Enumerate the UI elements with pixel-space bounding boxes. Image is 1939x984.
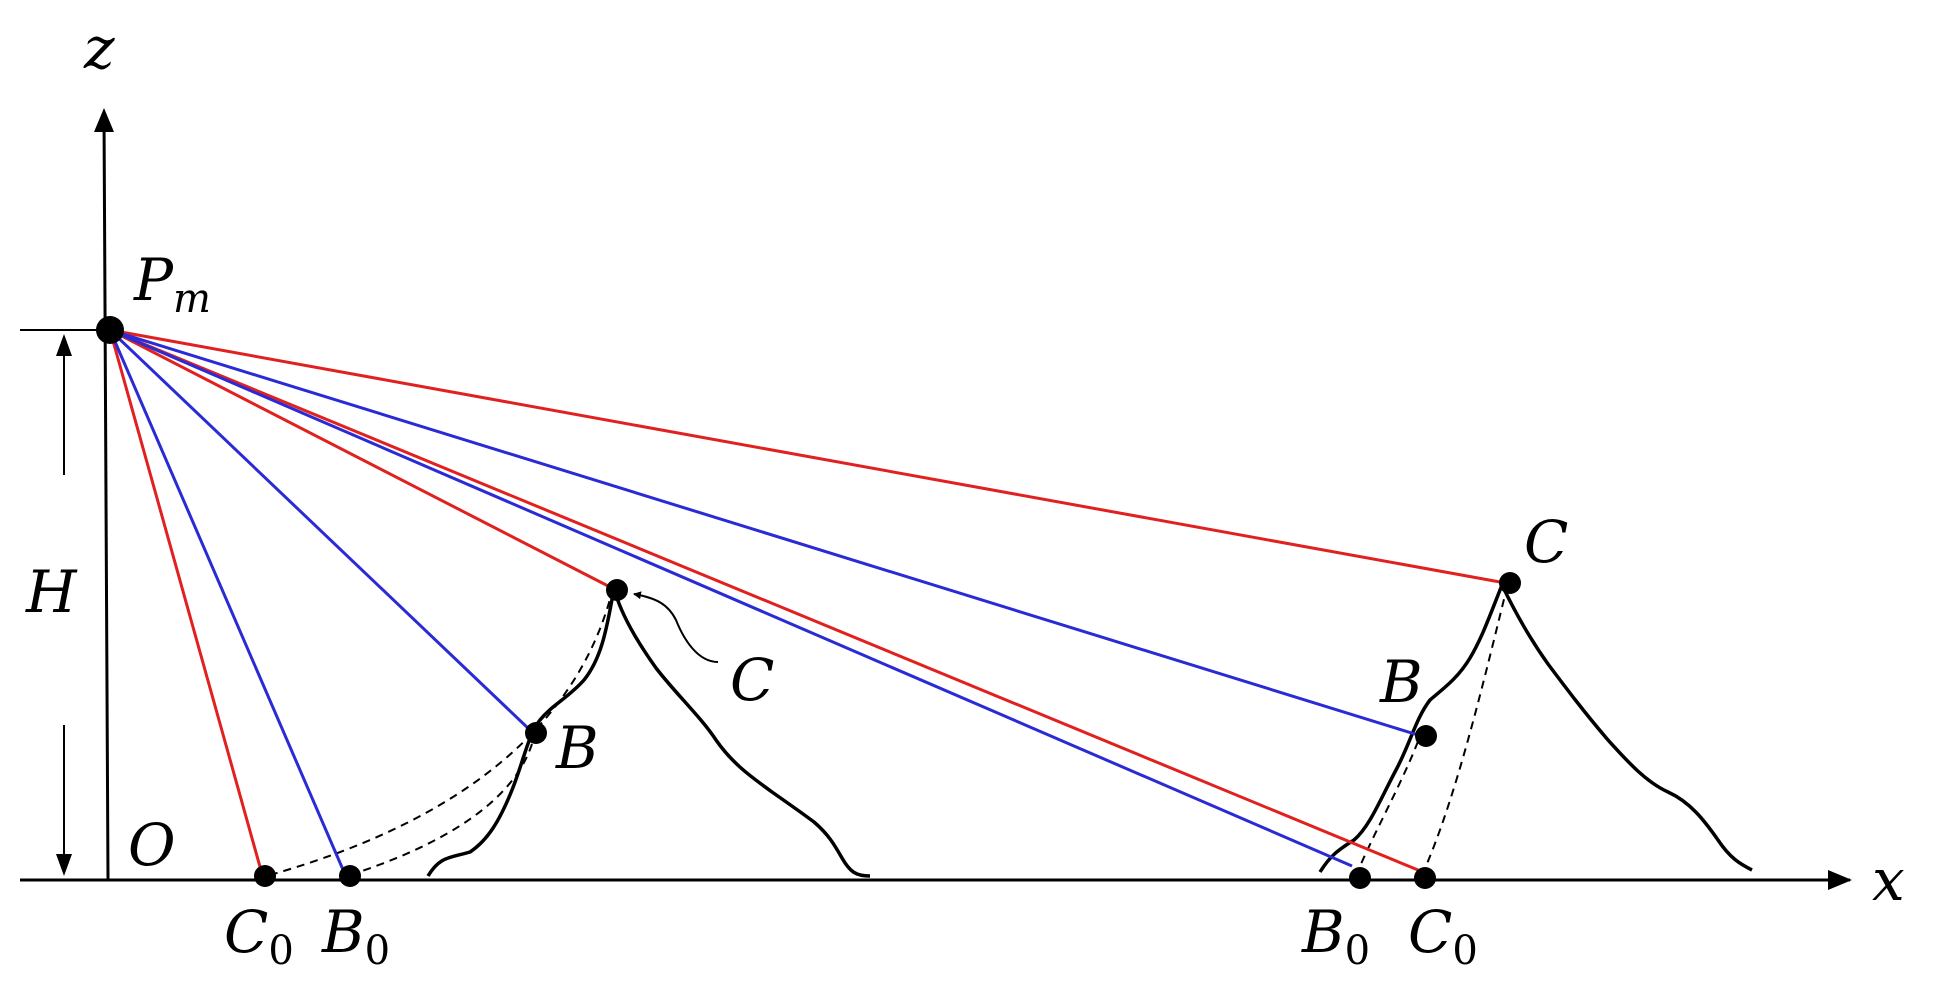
right-c0-label: C0 — [1408, 898, 1478, 974]
x-axis-label: x — [1872, 846, 1905, 914]
z-axis-label: z — [83, 14, 115, 82]
right-c0-main: C — [1408, 898, 1452, 966]
left-dashed-arc-c — [269, 587, 614, 876]
height-label: H — [25, 558, 78, 626]
left-c-pointer-arrow — [633, 591, 719, 663]
left-c0-label: C0 — [224, 898, 294, 974]
source-label-main: P — [133, 246, 174, 314]
right-dashed-arc-b — [1355, 735, 1421, 877]
right-terrain — [1318, 580, 1753, 873]
left-peak-point-c — [606, 579, 628, 601]
right-mid-label: B — [1379, 648, 1423, 716]
blue-ray-to-right-b — [109, 328, 1419, 737]
source-label: Pm — [133, 246, 211, 322]
left-b0-label: B0 — [321, 898, 390, 974]
right-b0-sub: 0 — [1345, 928, 1370, 974]
height-arrow-up-head — [56, 334, 72, 356]
blue-ray-to-right-b0 — [109, 328, 1353, 868]
right-b0-main: B — [1301, 898, 1345, 966]
right-b0-label: B0 — [1301, 898, 1370, 974]
left-c0-main: C — [224, 898, 268, 966]
right-dashed-arc-c — [1421, 582, 1509, 876]
source-point-pm — [96, 316, 124, 344]
z-axis-arrowhead — [94, 108, 114, 132]
left-dashed-arc-b — [349, 731, 536, 876]
height-arrow-down-head — [56, 854, 72, 876]
left-mid-label: B — [555, 714, 599, 782]
left-c0-point — [254, 865, 276, 887]
right-mid-point-b — [1415, 725, 1437, 747]
left-terrain — [426, 587, 871, 878]
x-axis-arrowhead — [1828, 870, 1852, 890]
origin-label: O — [128, 811, 176, 879]
left-b0-sub: 0 — [365, 928, 390, 974]
left-mid-point-b — [525, 722, 547, 744]
right-peak-point-c — [1499, 572, 1521, 594]
blue-ray-to-left-b0 — [108, 329, 346, 873]
red-ray-to-right-peak — [109, 328, 1501, 584]
right-c0-point — [1414, 867, 1436, 889]
left-b0-main: B — [321, 898, 365, 966]
red-ray-to-right-c0 — [109, 328, 1419, 872]
right-c0-sub: 0 — [1452, 928, 1477, 974]
right-b0-point — [1349, 867, 1371, 889]
left-b0-point — [339, 865, 361, 887]
red-ray-to-left-c0 — [108, 329, 264, 875]
blue-ray-to-left-b — [108, 328, 532, 732]
left-peak-label: C — [730, 646, 774, 714]
right-peak-label: C — [1524, 508, 1568, 576]
left-c0-sub: 0 — [268, 928, 293, 974]
red-ray-to-left-peak — [109, 328, 613, 590]
source-label-sub: m — [173, 276, 211, 322]
z-axis — [102, 114, 110, 881]
